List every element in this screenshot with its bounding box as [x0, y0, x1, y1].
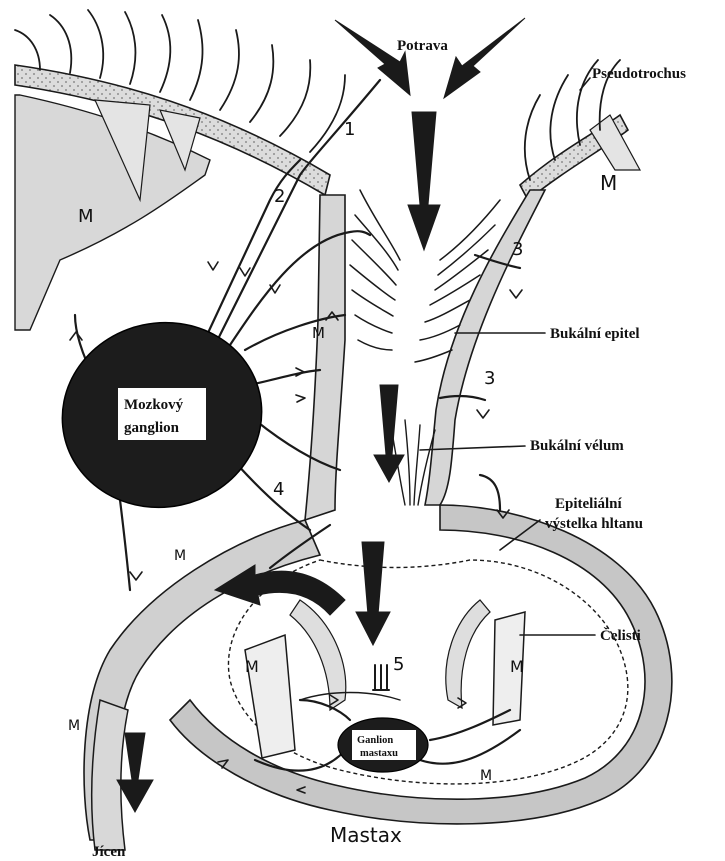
label-epitelialni-line2: výstelka hltanu: [545, 516, 643, 532]
number-5: 5: [393, 654, 404, 675]
number-3-lower: 3: [484, 368, 495, 389]
number-4: 4: [273, 479, 284, 500]
brain-ganglion-label-line2: ganglion: [124, 420, 180, 436]
label-jicen: Jícen: [92, 844, 126, 860]
mastax-ganglion-label-line1: Ganlion: [357, 735, 393, 746]
muscle-mark: M: [174, 548, 186, 564]
left-corona: [15, 10, 345, 330]
label-potrava: Potrava: [397, 38, 448, 54]
muscle-mark: M: [480, 768, 492, 784]
label-celisti: Čelisti: [600, 627, 641, 644]
label-bukalni-epitel: Bukální epitel: [550, 326, 640, 342]
mastax-ganglion-label-line2: mastaxu: [360, 748, 398, 759]
muscle-mark: M: [78, 206, 94, 227]
brain-ganglion-label-line1: Mozkový: [124, 397, 184, 413]
mastax-receptor: [373, 665, 389, 690]
mastax-ganglion: Ganlion mastaxu: [338, 718, 428, 772]
label-epitelialni-line1: Epiteliální: [555, 496, 623, 512]
muscle-mark: M: [600, 171, 617, 195]
number-2: 2: [274, 186, 285, 207]
muscle-mark: M: [68, 718, 80, 734]
label-mastax: Mastax: [330, 823, 402, 847]
label-pseudotrochus: Pseudotrochus: [592, 66, 686, 82]
muscle-mark: M: [312, 324, 325, 342]
esophagus: [92, 700, 128, 850]
number-1: 1: [344, 119, 355, 140]
muscle-mark: M: [510, 657, 524, 676]
muscle-mark: M: [245, 657, 259, 676]
number-3-upper: 3: [512, 239, 523, 260]
label-bukalni-velum: Bukální vélum: [530, 438, 624, 454]
